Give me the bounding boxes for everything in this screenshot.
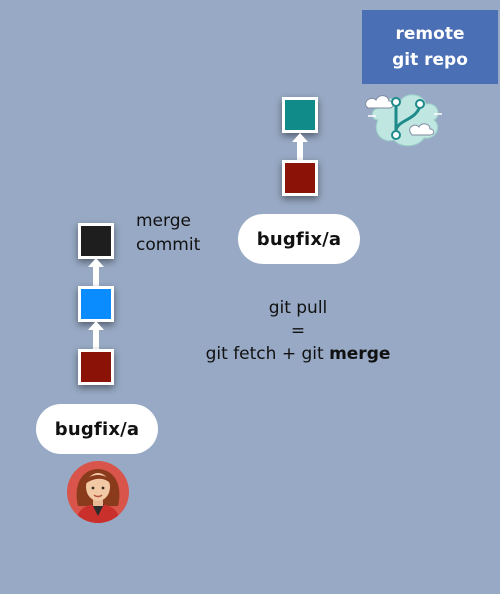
git-branch-cloud-icon xyxy=(365,94,442,147)
formula-line-3: git fetch + git merge xyxy=(180,343,416,366)
formula-line-3-prefix: git fetch + git xyxy=(205,344,330,364)
remote-repo-label-line2: git repo xyxy=(392,50,468,70)
merge-commit-label-line2: commit xyxy=(136,235,201,255)
remote-commit-2 xyxy=(282,160,318,196)
local-commit-merge xyxy=(78,223,114,259)
formula-line-2: = xyxy=(290,321,306,341)
merge-commit-label-line1: merge xyxy=(136,211,191,231)
git-pull-formula: git pull = git fetch + git merge xyxy=(180,297,416,366)
local-arrow-up-icon-2 xyxy=(88,321,104,349)
formula-line-1: git pull xyxy=(268,298,328,318)
local-arrow-up-icon-1 xyxy=(88,258,104,286)
local-branch-label: bugfix/a xyxy=(36,404,158,454)
remote-repo-box: remote git repo xyxy=(362,10,498,84)
formula-line-3-bold: merge xyxy=(329,344,391,364)
remote-arrow-up-icon xyxy=(292,133,308,161)
developer-avatar-icon xyxy=(67,461,129,523)
local-commit-fetched xyxy=(78,286,114,322)
remote-commit-1 xyxy=(282,97,318,133)
remote-repo-label-line1: remote xyxy=(395,24,465,44)
local-commit-base xyxy=(78,349,114,385)
remote-branch-label: bugfix/a xyxy=(238,214,360,264)
merge-commit-label: merge commit xyxy=(136,209,200,257)
